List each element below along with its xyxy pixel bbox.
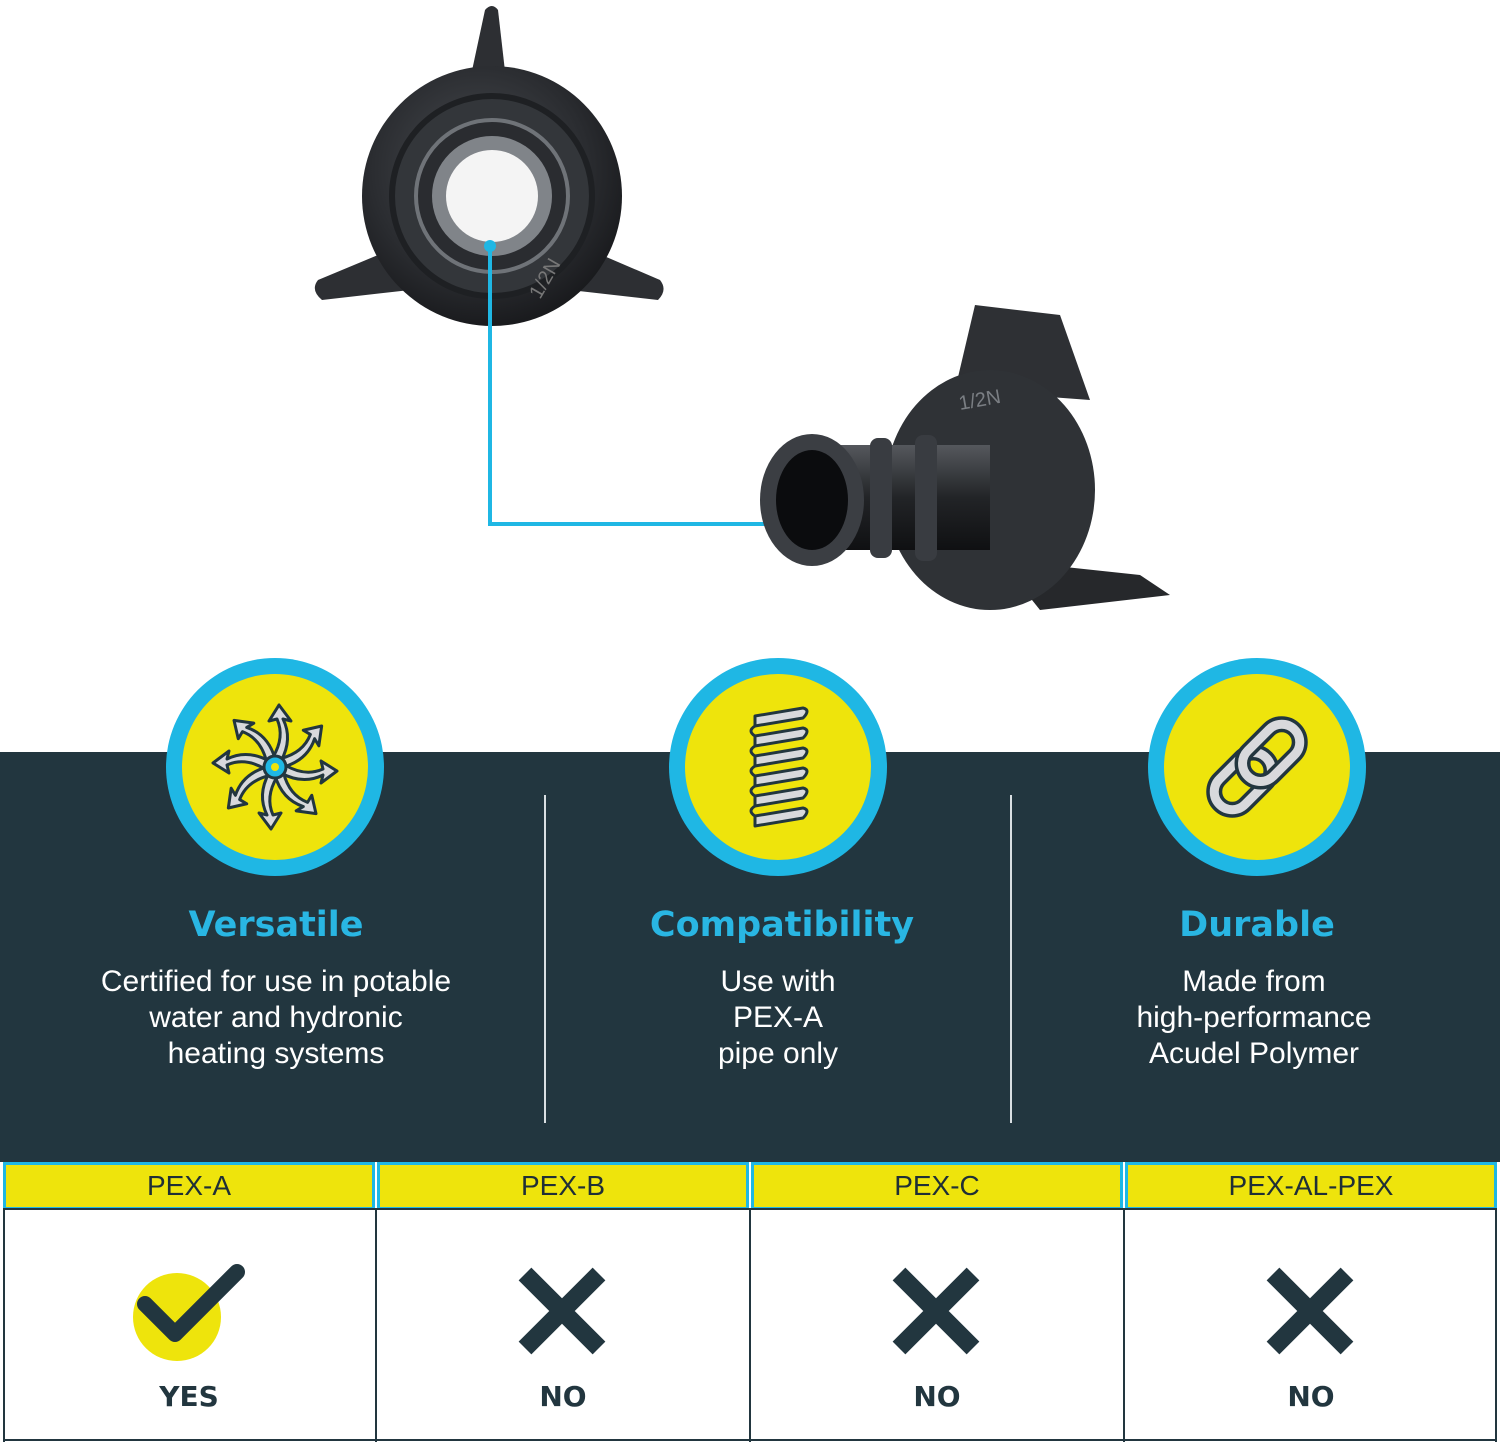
cross-icon (518, 1267, 606, 1355)
pipe-result-label: NO (539, 1380, 587, 1413)
pipe-result-cell: YES (3, 1210, 375, 1442)
table-border (1495, 1210, 1497, 1442)
feature-title-versatile: Versatile (188, 905, 364, 945)
pex-fitting-side: 1/2N (760, 305, 1170, 610)
durable-badge (1148, 658, 1366, 876)
feature-divider (544, 795, 546, 1123)
connector-line (488, 246, 782, 526)
pipe-result-cell: NO (377, 1210, 749, 1442)
pipe-result-cell: NO (1125, 1210, 1497, 1442)
versatile-badge (166, 658, 384, 876)
chain-link-icon (1206, 716, 1308, 818)
compatibility-badge (669, 658, 887, 876)
cross-icon (892, 1267, 980, 1355)
fan-arrows-icon (211, 703, 339, 831)
pipe-column-pex-b: PEX-B NO (377, 1162, 749, 1442)
feature-desc-compatibility: Use with PEX-A pipe only (717, 965, 839, 1070)
pipe-column-pex-a: PEX-A YES (3, 1162, 375, 1442)
feature-title-compatibility: Compatibility (649, 905, 915, 945)
pipe-result-label: NO (1287, 1380, 1335, 1413)
pipe-result-cell: NO (751, 1210, 1123, 1442)
table-border (3, 1439, 1497, 1441)
pipe-result-label: NO (913, 1380, 961, 1413)
feature-desc-durable: Made from high-performance Acudel Polyme… (1136, 965, 1372, 1070)
pipe-column-pex-al-pex: PEX-AL-PEX NO (1125, 1162, 1497, 1442)
table-border (749, 1210, 751, 1442)
product-image: 1/2N 1/2N (314, 6, 1170, 610)
product-photo: 1/2N 1/2N (314, 6, 1170, 610)
feature-title-durable: Durable (1179, 905, 1335, 945)
pipe-header: PEX-C (751, 1162, 1123, 1210)
cross-icon (1266, 1267, 1354, 1355)
pipe-header: PEX-AL-PEX (1125, 1162, 1497, 1210)
table-border (375, 1210, 377, 1442)
wing-nut-front: 1/2N (314, 6, 664, 326)
table-border (1123, 1210, 1125, 1442)
check-icon (133, 1264, 245, 1361)
pipe-column-pex-c: PEX-C NO (751, 1162, 1123, 1442)
pipe-header: PEX-B (377, 1162, 749, 1210)
pipe-result-label: YES (159, 1380, 219, 1413)
table-border (3, 1210, 5, 1442)
feature-divider (1010, 795, 1012, 1123)
table-border (3, 1208, 1497, 1210)
feature-desc-versatile: Certified for use in potable water and h… (100, 965, 452, 1070)
spring-icon (749, 706, 809, 828)
pipe-header: PEX-A (3, 1162, 375, 1210)
